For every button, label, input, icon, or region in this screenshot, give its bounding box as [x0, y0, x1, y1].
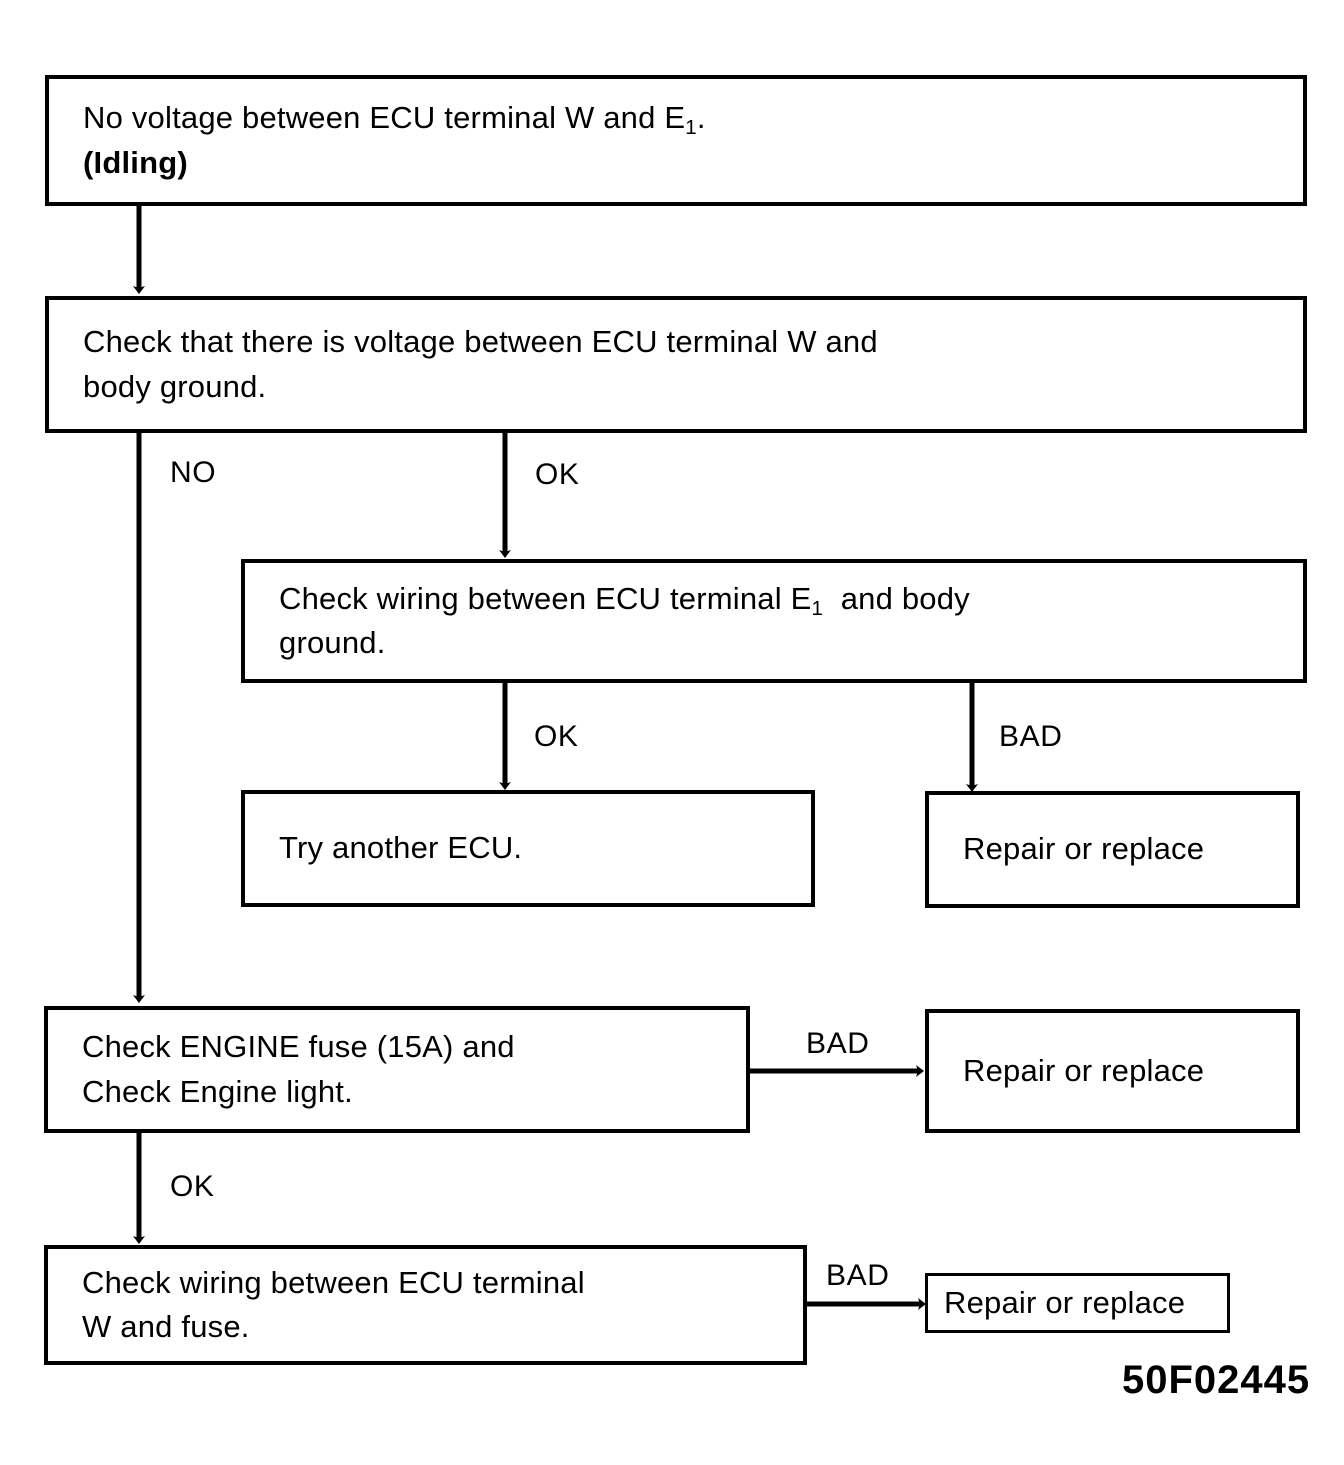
check-wiring-w-and-fuse-text: Check wiring between ECU terminal W and …: [82, 1264, 585, 1344]
check-wiring-e1-body-ground-box: Check wiring between ECU terminal E1 and…: [241, 559, 1307, 683]
repair-or-replace-box-2: Repair or replace: [925, 1009, 1300, 1133]
edge-label-ok-2: OK: [534, 720, 579, 753]
figure-code: 50F02445: [1122, 1358, 1311, 1402]
check-wiring-e1-body-ground-text: Check wiring between ECU terminal E1 and…: [279, 580, 970, 660]
symptom-box-text: No voltage between ECU terminal W and E1…: [83, 100, 706, 180]
edge-label-bad-1: BAD: [999, 720, 1063, 753]
edge-label-bad-2: BAD: [806, 1027, 870, 1060]
check-wiring-w-and-fuse-box: Check wiring between ECU terminal W and …: [44, 1245, 807, 1365]
repair-or-replace-text-1: Repair or replace: [963, 831, 1205, 867]
edge-label-no: NO: [170, 456, 217, 489]
try-another-ecu-box: Try another ECU.: [241, 790, 815, 907]
edge-label-bad-3: BAD: [826, 1259, 890, 1292]
repair-or-replace-box-1: Repair or replace: [925, 791, 1300, 908]
check-voltage-w-body-ground-text: Check that there is voltage between ECU …: [83, 324, 878, 404]
repair-or-replace-text-2: Repair or replace: [963, 1052, 1205, 1088]
edge-label-ok-3: OK: [170, 1170, 215, 1203]
symptom-box: No voltage between ECU terminal W and E1…: [45, 75, 1307, 206]
edge-label-ok-1: OK: [535, 458, 580, 491]
check-voltage-w-body-ground-box: Check that there is voltage between ECU …: [45, 296, 1307, 433]
try-another-ecu-text: Try another ECU.: [279, 830, 523, 866]
check-engine-fuse-text: Check ENGINE fuse (15A) and Check Engine…: [82, 1029, 515, 1109]
repair-or-replace-text-3: Repair or replace: [944, 1284, 1186, 1320]
repair-or-replace-box-3: Repair or replace: [925, 1273, 1230, 1333]
check-engine-fuse-box: Check ENGINE fuse (15A) and Check Engine…: [44, 1006, 750, 1133]
